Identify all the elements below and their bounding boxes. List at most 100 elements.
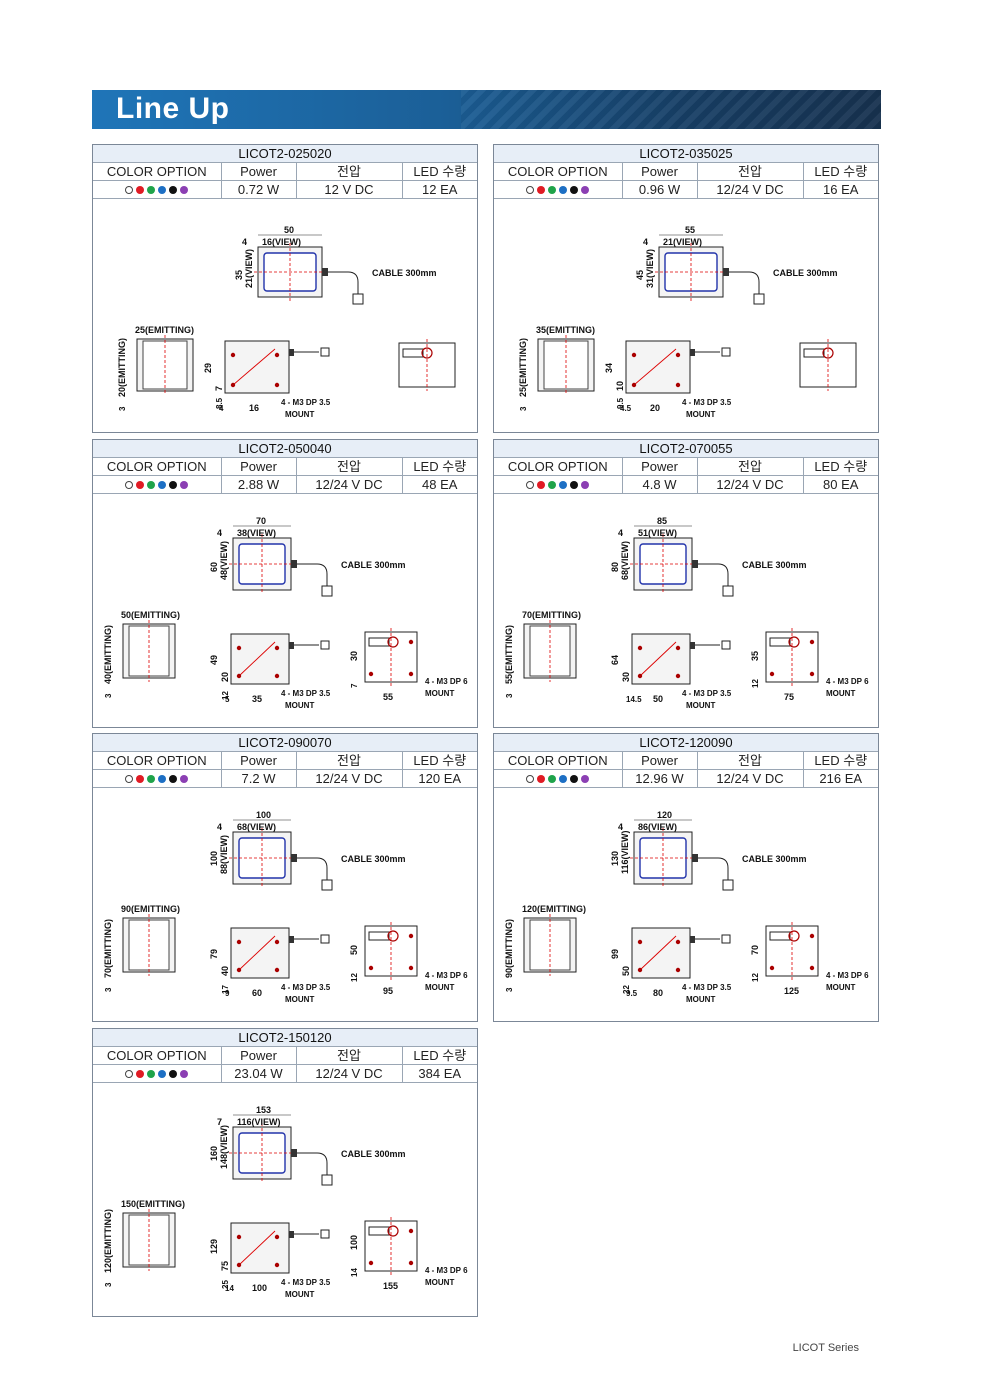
spec-table: LICOT2-070055 COLOR OPTION Power 전압 LED … [494,440,878,494]
header-power: Power [621,457,698,476]
offset-dimension: 4 [618,822,623,832]
power-value: 0.96 W [621,180,698,199]
emitting-view: 150(EMITTING)120(EMITTING)3 [103,1199,185,1287]
product-card: LICOT2-090070 COLOR OPTION Power 전압 LED … [92,733,478,1022]
side-offset-dimension: 9.5 [626,989,638,998]
rear-vertical-dimension: 35 [750,651,760,661]
offset-dimension: 4 [242,237,247,247]
voltage-value: 12/24 V DC [696,180,804,199]
view-width-dimension: 51(VIEW) [638,528,677,538]
view-width-dimension: 38(VIEW) [237,528,276,538]
color-dot [581,186,590,195]
color-dot [570,775,579,784]
hole-vertical-dimension: 50 [621,966,631,976]
header-voltage: 전압 [295,162,403,181]
color-dot [169,775,178,784]
emitting-offset-dimension: 3 [519,406,528,411]
led-count-value: 120 EA [401,769,477,788]
view-height-dimension: 88(VIEW) [219,835,229,874]
emitting-view: 35(EMITTING)25(EMITTING)3 [518,325,595,411]
mount-hole [675,673,681,679]
color-dot [559,186,568,195]
mount-hole [368,965,374,971]
color-dot [125,481,134,490]
width-dimension: 153 [256,1105,271,1115]
header-voltage: 전압 [295,457,403,476]
header-power: Power [220,162,297,181]
mount-label: MOUNT [686,995,715,1004]
hole-horizontal-dimension: 100 [252,1283,267,1293]
side-height-dimension: 64 [610,655,620,665]
emitting-width-dimension: 50(EMITTING) [121,610,180,620]
side-bottom-dimension: 25 [221,1280,230,1289]
mount-hole [631,352,637,358]
spec-table: LICOT2-120090 COLOR OPTION Power 전압 LED … [494,734,878,788]
offset-dimension: 4 [643,237,648,247]
color-dot [559,775,568,784]
height-dimension: 160 [209,1146,219,1161]
emitting-width-dimension: 150(EMITTING) [121,1199,185,1209]
mount-hole [675,645,681,651]
mount-label: MOUNT [826,689,855,698]
header-voltage: 전압 [295,751,403,770]
color-dot [570,481,579,490]
view-height-dimension: 148(VIEW) [219,1125,229,1169]
mount-spec-label: 4 - M3 DP 3.5 [281,1278,331,1287]
mount-hole [631,382,637,388]
header-led-count: LED 수량 [802,457,878,476]
power-value: 4.8 W [621,475,698,494]
color-dot [526,481,535,490]
mount-label: MOUNT [425,983,454,992]
view-width-dimension: 21(VIEW) [663,237,702,247]
view-width-dimension: 16(VIEW) [262,237,301,247]
color-dot [158,775,167,784]
mount-hole [368,1260,374,1266]
hole-vertical-dimension: 7 [214,386,224,391]
power-value: 23.04 W [220,1064,297,1083]
voltage-value: 12/24 V DC [295,769,403,788]
hole-vertical-dimension: 75 [220,1261,230,1271]
rear-width-dimension: 155 [383,1281,398,1291]
color-dot [136,775,145,784]
side-height-dimension: 99 [610,949,620,959]
view-height-dimension: 48(VIEW) [219,541,229,580]
color-dot [526,775,535,784]
emitting-offset-dimension: 3 [104,1282,113,1287]
spec-table: LICOT2-035025 COLOR OPTION Power 전압 LED … [494,145,878,199]
mount-hole [408,965,414,971]
model-name: LICOT2-120090 [494,734,878,752]
side-bottom-dimension: 8.5 [215,397,224,409]
header-power: Power [220,751,297,770]
led-count-value: 12 EA [401,180,477,199]
height-dimension: 130 [610,851,620,866]
color-dot [180,186,189,195]
rear-bottom-dimension: 12 [350,973,359,982]
emitting-view: 50(EMITTING)40(EMITTING)3 [103,610,180,698]
hole-horizontal-dimension: 50 [653,694,663,704]
mount-label: MOUNT [686,410,715,419]
mount-spec-label: 4 - M3 DP 3.5 [682,398,732,407]
side-bottom-dimension: 12 [221,691,230,700]
product-card: LICOT2-035025 COLOR OPTION Power 전압 LED … [493,144,879,433]
mount-hole [408,671,414,677]
width-dimension: 100 [256,810,271,820]
mount-hole [675,939,681,945]
offset-dimension: 4 [618,528,623,538]
side-height-dimension: 49 [209,655,219,665]
rear-bottom-dimension: 12 [751,973,760,982]
color-options [93,180,222,199]
mount-label: MOUNT [285,995,314,1004]
height-dimension: 35 [234,270,244,280]
mount-label: MOUNT [285,410,314,419]
product-card: LICOT2-025020 COLOR OPTION Power 전압 LED … [92,144,478,433]
hole-horizontal-dimension: 35 [252,694,262,704]
